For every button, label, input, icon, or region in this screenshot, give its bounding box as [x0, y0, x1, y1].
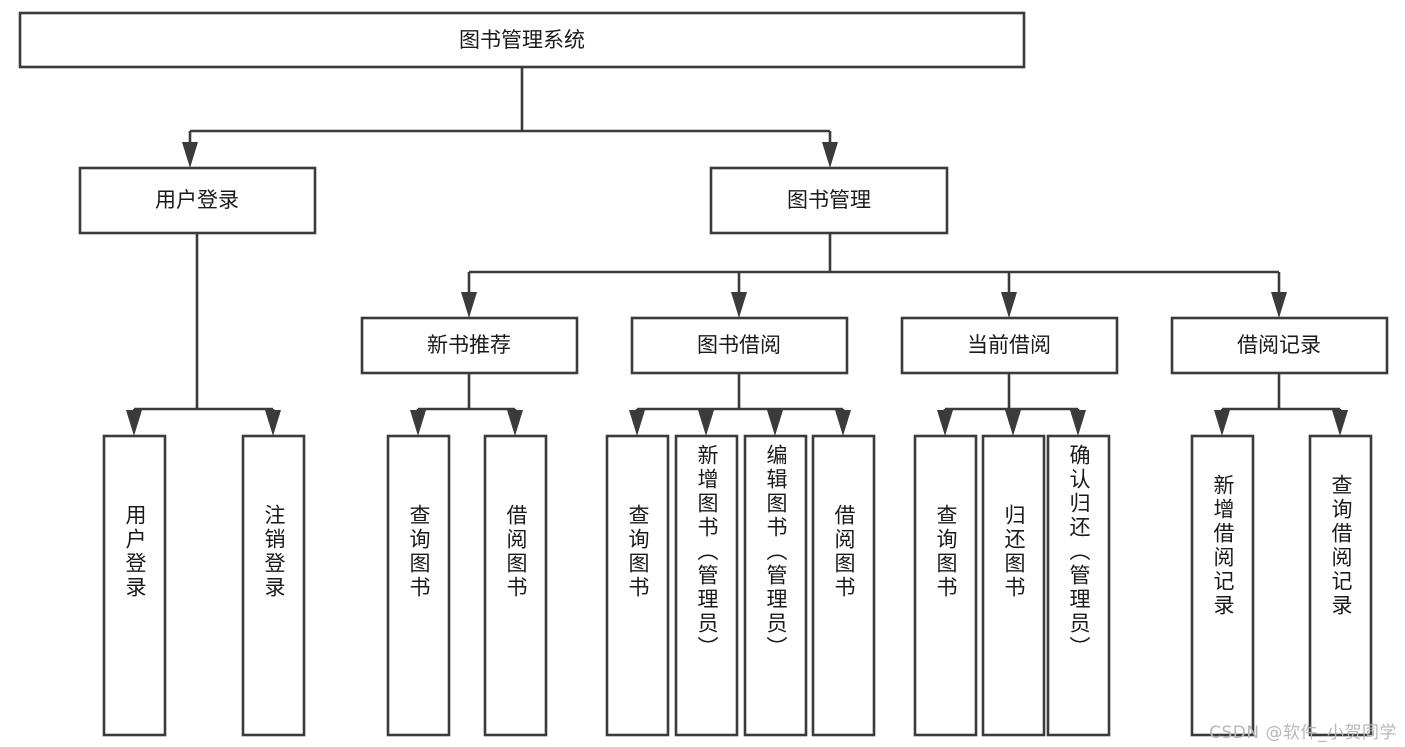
- node-leaf-query-book-current-box[interactable]: [913, 434, 978, 737]
- arrow-head-current-borrow: [1001, 292, 1017, 318]
- arrow-head-leaf-query-book-current: [937, 410, 953, 436]
- csdn-watermark: CSDN @软件_小贺同学: [1209, 723, 1397, 743]
- arrow-head-leaf-return-book: [1005, 410, 1021, 436]
- node-leaf-query-book-borrow-box[interactable]: [605, 434, 670, 737]
- arrow-head-leaf-confirm-return: [1070, 410, 1086, 436]
- node-root[interactable]: 图书管理系统: [18, 11, 1026, 69]
- node-user-login[interactable]: 用户登录: [78, 166, 317, 235]
- connector-group-user-login: [126, 233, 281, 436]
- arrow-head-book-management: [822, 142, 838, 168]
- node-leaf-user-login-box[interactable]: [102, 434, 167, 737]
- node-leaf-add-record-box[interactable]: [1190, 434, 1255, 737]
- node-leaf-add-book-box[interactable]: [674, 434, 739, 737]
- node-new-book-recommend[interactable]: 新书推荐: [360, 316, 579, 375]
- node-current-borrow-label: 当前借阅: [967, 333, 1051, 357]
- node-leaf-borrow-book-rec-box[interactable]: [483, 434, 548, 737]
- arrow-head-leaf-query-book-borrow: [629, 410, 645, 436]
- node-user-login-box: [78, 166, 317, 235]
- arrow-head-new-book-recommend: [461, 292, 477, 318]
- connector-group-borrow-record: [1214, 373, 1348, 436]
- node-book-borrow-box: [630, 316, 849, 375]
- node-leaf-return-book-box[interactable]: [981, 434, 1046, 737]
- node-current-borrow-box: [900, 316, 1119, 375]
- node-book-management-label: 图书管理: [787, 188, 871, 212]
- connector-group-book-management: [461, 233, 1287, 318]
- arrow-head-leaf-logout-login: [265, 410, 281, 436]
- arrow-head-leaf-user-login: [126, 410, 142, 436]
- arrow-head-borrow-record: [1271, 292, 1287, 318]
- node-borrow-record-box: [1170, 316, 1389, 375]
- node-borrow-record[interactable]: 借阅记录: [1170, 316, 1389, 375]
- node-borrow-record-label: 借阅记录: [1237, 333, 1321, 357]
- node-leaf-query-record-box[interactable]: [1308, 434, 1373, 737]
- node-leaf-logout-login-box[interactable]: [241, 434, 306, 737]
- connector-group-book-borrow: [629, 373, 851, 436]
- connector-group-new-book-recommend: [410, 373, 523, 436]
- node-book-borrow[interactable]: 图书借阅: [630, 316, 849, 375]
- arrow-head-leaf-borrow-book-rec: [507, 410, 523, 436]
- arrow-head-user-login: [182, 142, 198, 168]
- arrow-head-leaf-query-book-rec: [410, 410, 426, 436]
- arrow-head-leaf-query-record: [1332, 410, 1348, 436]
- arrow-head-book-borrow: [731, 292, 747, 318]
- arrow-head-leaf-edit-book: [767, 410, 783, 436]
- arrow-head-leaf-add-book: [698, 410, 714, 436]
- node-book-borrow-label: 图书借阅: [697, 333, 781, 357]
- arrow-head-leaf-borrow-book: [835, 410, 851, 436]
- node-root-box: [18, 11, 1026, 69]
- node-new-book-recommend-box: [360, 316, 579, 375]
- node-root-label: 图书管理系统: [459, 28, 585, 52]
- node-leaf-query-book-rec-box[interactable]: [386, 434, 451, 737]
- node-leaf-confirm-return-box[interactable]: [1046, 434, 1111, 737]
- node-leaf-borrow-book-box[interactable]: [811, 434, 876, 737]
- connector-group-current-borrow: [937, 373, 1086, 436]
- node-leaf-edit-book-box[interactable]: [743, 434, 808, 737]
- node-book-management[interactable]: 图书管理: [709, 166, 949, 235]
- node-current-borrow[interactable]: 当前借阅: [900, 316, 1119, 375]
- arrow-head-leaf-add-record: [1214, 410, 1230, 436]
- leaf-boxes: [102, 434, 1373, 737]
- node-book-management-box: [709, 166, 949, 235]
- node-new-book-recommend-label: 新书推荐: [427, 333, 511, 357]
- connector-group-root: [182, 67, 838, 168]
- node-user-login-label: 用户登录: [155, 188, 239, 212]
